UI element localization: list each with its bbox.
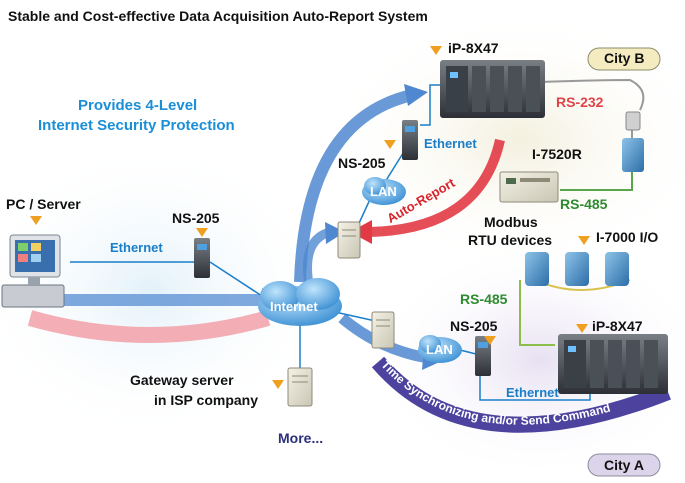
glow-left bbox=[0, 140, 330, 440]
city-b-label: City B bbox=[604, 50, 645, 66]
security-note-line1: Provides 4-Level bbox=[78, 97, 198, 114]
ns205-citya-label: NS-205 bbox=[450, 318, 498, 334]
rs232-cable bbox=[539, 78, 645, 111]
city-a-label: City A bbox=[604, 457, 644, 473]
line-ns205-internet bbox=[209, 261, 263, 297]
city-a-badge bbox=[587, 453, 661, 477]
ns205-left-device bbox=[194, 238, 210, 278]
ip8x47-citya-label: iP-8X47 bbox=[592, 318, 643, 334]
marker-ns205-b bbox=[384, 140, 396, 149]
rs485-citya-label: RS-485 bbox=[460, 291, 508, 307]
rs485-line-citya bbox=[519, 280, 555, 346]
ns205-citya-device bbox=[475, 336, 491, 376]
marker-ip8x47-b bbox=[430, 46, 442, 55]
city-b-badge bbox=[587, 47, 661, 71]
arrow-internet-cityb-blue bbox=[294, 89, 414, 283]
time-sync-arc bbox=[371, 356, 671, 433]
modbus-label-line2: RTU devices bbox=[468, 232, 553, 248]
security-note-line2: Internet Security Protection bbox=[38, 117, 235, 134]
lan-cloud-cityb bbox=[362, 177, 406, 205]
ip8x47-cityb-label: iP-8X47 bbox=[448, 40, 499, 56]
pc-server-icon bbox=[1, 234, 65, 308]
page-title: Stable and Cost-effective Data Acquisiti… bbox=[8, 8, 428, 24]
line-ns205b-ip8x47b bbox=[420, 84, 445, 126]
more-label: More... bbox=[278, 430, 324, 446]
modbus-label-line1: Modbus bbox=[484, 214, 538, 230]
rs485-line-cityb bbox=[560, 170, 633, 191]
i7520r-module bbox=[622, 111, 644, 172]
ip8x47-citya-device bbox=[558, 334, 668, 394]
marker-ip8x47-a bbox=[576, 324, 588, 333]
server-citya-box bbox=[371, 311, 395, 349]
ns205-left-label: NS-205 bbox=[172, 210, 220, 226]
arrowhead-cloud-ns205b bbox=[325, 222, 345, 244]
auto-report-arrowhead bbox=[350, 220, 372, 244]
server-cityb-box bbox=[337, 221, 361, 259]
gateway-label-line2: in ISP company bbox=[154, 392, 258, 408]
ns205-cityb-label: NS-205 bbox=[338, 155, 386, 171]
ns205-cityb-device bbox=[402, 120, 418, 160]
lan-citya-label: LAN bbox=[426, 342, 453, 357]
gateway-server-box bbox=[287, 367, 313, 407]
i7000-modules bbox=[525, 252, 629, 286]
pc-server-label: PC / Server bbox=[6, 196, 81, 212]
rs232-label: RS-232 bbox=[556, 94, 604, 110]
ethernet-citya-label: Ethernet bbox=[506, 385, 559, 400]
auto-report-arrow bbox=[367, 138, 505, 237]
marker-i7000 bbox=[578, 236, 590, 245]
marker-ns205-a bbox=[484, 336, 496, 345]
i7000-label: I-7000 I/O bbox=[596, 229, 659, 245]
rs485-cityb-label: RS-485 bbox=[560, 196, 608, 212]
internet-cloud bbox=[258, 278, 342, 326]
gateway-label-line1: Gateway server bbox=[130, 372, 234, 388]
modbus-rtu-device bbox=[499, 171, 559, 203]
marker-ns205-left bbox=[196, 228, 208, 237]
i7520r-label: I-7520R bbox=[532, 146, 582, 162]
internet-label: Internet bbox=[270, 299, 318, 314]
glow-city-b bbox=[320, 10, 685, 270]
marker-gateway bbox=[272, 380, 284, 389]
ethernet-left-label: Ethernet bbox=[110, 240, 163, 255]
arrow-pc-internet-red bbox=[27, 310, 271, 343]
ip8x47-cityb-device bbox=[440, 60, 545, 118]
lan-cityb-label: LAN bbox=[370, 184, 397, 199]
ethernet-cityb-label: Ethernet bbox=[424, 136, 477, 151]
lan-cloud-citya bbox=[418, 335, 462, 363]
arrowhead-cityb bbox=[404, 84, 428, 106]
marker-pc bbox=[30, 216, 42, 225]
